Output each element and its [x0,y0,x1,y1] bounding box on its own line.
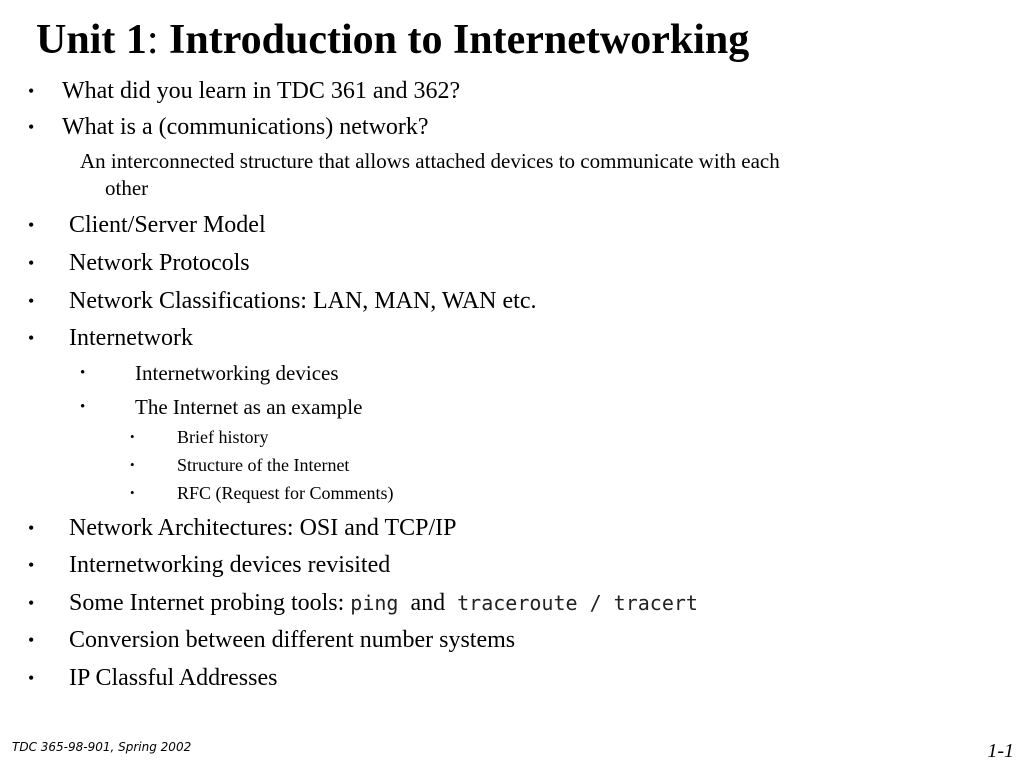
definition-line-wrap: other [105,176,149,200]
bullet-icon: • [28,328,35,348]
bullet-icon: • [130,457,135,472]
bullet-icon: • [80,399,86,415]
list-item-text: What did you learn in TDC 361 and 362? [62,78,461,104]
bullet-icon: • [28,81,35,101]
slide-title: Unit 1: Introduction to Internetworking [36,14,749,66]
title-main: Introduction to Internetworking [169,17,750,63]
bullet-icon: • [28,291,35,311]
bullet-icon: • [28,518,35,538]
bullet-icon: • [28,668,35,688]
network-definition: An interconnected structure that allows … [80,148,960,202]
list-item-text: Network Protocols [69,250,250,276]
bullet-icon: • [28,555,35,575]
sub-sub-list-item-text: Brief history [177,427,269,447]
list-item-text: Some Internet probing tools: ping and tr… [69,588,698,618]
list-item-text: Internetworking devices revisited [69,552,391,578]
bullet-icon: • [28,253,35,273]
footer-course-label: TDC 365-98-901, Spring 2002 [12,740,192,754]
traceroute-command: traceroute / tracert [457,591,698,615]
title-prefix: Unit 1 [36,17,147,63]
definition-line: An interconnected structure that allows … [80,149,780,173]
title-colon: : [146,17,159,63]
list-item-text: Network Architectures: OSI and TCP/IP [69,515,457,541]
list-item-text: IP Classful Addresses [69,665,278,691]
bullet-icon: • [28,593,35,613]
list-item-text: Network Classifications: LAN, MAN, WAN e… [69,288,537,314]
probing-tools-label: Some Internet probing tools: [69,590,351,616]
page-number: 1-1 [987,740,1014,762]
bullet-icon: • [80,365,86,381]
list-item-text: Conversion between different number syst… [69,627,516,653]
sub-sub-list-item-text: Structure of the Internet [177,455,350,475]
sub-sub-list-item-text: RFC (Request for Comments) [177,483,394,503]
list-item-text: Internetwork [69,325,193,351]
bullet-icon: • [130,485,135,500]
bullet-icon: • [130,429,135,444]
conjunction-text: and [398,590,458,616]
sub-list-item-text: The Internet as an example [135,395,363,419]
bullet-icon: • [28,117,35,137]
ping-command: ping [350,591,399,615]
list-item-text: What is a (communications) network? [62,114,429,140]
bullet-icon: • [28,630,35,650]
list-item-text: Client/Server Model [69,212,266,238]
bullet-icon: • [28,215,35,235]
sub-list-item-text: Internetworking devices [135,361,339,385]
